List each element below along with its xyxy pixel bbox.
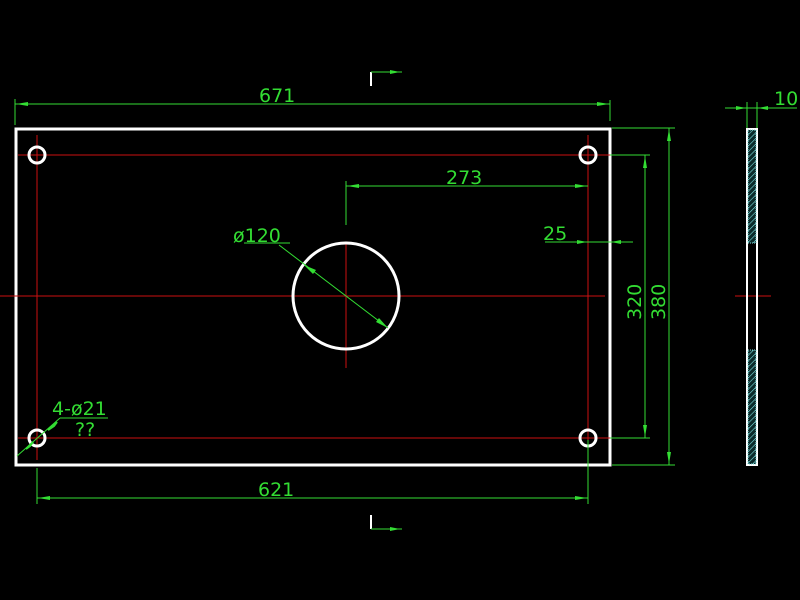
dim-text-25: 25: [543, 223, 567, 245]
dim-text-d120: ø120: [233, 225, 281, 247]
corner-holes: [27, 145, 598, 448]
centerlines: [0, 135, 771, 460]
dimension-hole-spacing-height: 320: [610, 154, 650, 439]
center-hole: [291, 241, 401, 351]
dim-text-4-d21: 4-ø21: [52, 398, 107, 420]
side-section-view: [746, 128, 758, 466]
dim-text-10: 10: [774, 88, 798, 110]
dim-text-320: 320: [624, 284, 646, 320]
hole-bottom-left: [27, 428, 47, 448]
dim-text-273: 273: [446, 167, 482, 189]
dimension-center-hole-diameter: ø120: [233, 225, 389, 329]
dimension-overall-height: 380: [612, 127, 675, 466]
dim-text-621: 621: [258, 479, 294, 501]
dimension-corner-holes: 4-ø21 ??: [16, 398, 108, 457]
hole-top-left: [27, 145, 47, 165]
dimension-center-to-hole: 273: [345, 167, 588, 225]
dim-text-380: 380: [648, 284, 670, 320]
dimension-overall-width: 671: [14, 85, 611, 125]
plate-outline: [14, 127, 612, 467]
dimension-thickness: 10: [725, 88, 798, 128]
dim-text-note: ??: [75, 419, 95, 441]
section-arrow-bottom: [370, 515, 402, 531]
section-arrow-top: [370, 70, 402, 86]
dimension-hole-spacing-width: 621: [36, 440, 589, 504]
dimension-hole-edge-offset: 25: [543, 223, 633, 245]
hole-top-right: [578, 145, 598, 165]
dim-text-671: 671: [259, 85, 295, 107]
